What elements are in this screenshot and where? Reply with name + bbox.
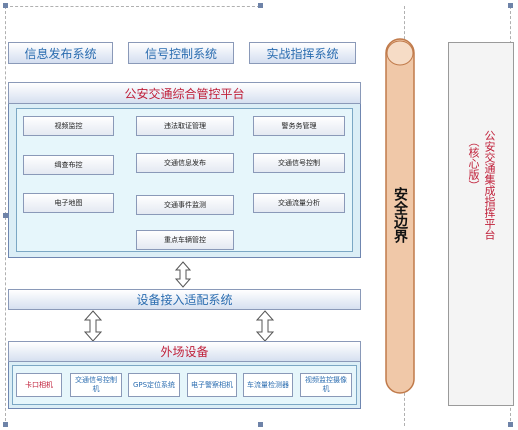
module-key-vehicle-control: 重点车辆管控 xyxy=(136,230,234,250)
platform-title: 公安交通综合管控平台 xyxy=(8,82,361,104)
device-checkpoint-camera: 卡口相机 xyxy=(16,373,62,397)
resize-handle[interactable] xyxy=(3,213,8,218)
module-checkpoint-control: 缉查布控 xyxy=(23,155,114,175)
module-violation-evidence: 违法取证管理 xyxy=(136,116,234,136)
double-arrow-icon xyxy=(83,310,103,342)
double-arrow-icon xyxy=(255,310,275,342)
device-gps-system: GPS定位系统 xyxy=(128,373,180,397)
resize-handle[interactable] xyxy=(3,3,8,8)
module-electronic-map: 电子地图 xyxy=(23,193,114,213)
resize-handle[interactable] xyxy=(508,422,513,427)
security-boundary-label: 安全边界 xyxy=(392,187,408,243)
integrated-command-platform-text: 公安交通集成指挥平台 （核心版） xyxy=(448,130,514,320)
security-boundary-shape xyxy=(385,38,415,394)
device-e-police-camera: 电子警察相机 xyxy=(187,373,237,397)
field-devices-title: 外场设备 xyxy=(8,341,361,362)
module-traffic-flow-analysis: 交通流量分析 xyxy=(253,193,345,213)
signal-control-system-box: 信号控制系统 xyxy=(128,42,234,64)
device-flow-detector: 车流量检测器 xyxy=(243,373,293,397)
integrated-command-platform-box xyxy=(448,42,514,406)
module-police-affairs: 警务务管理 xyxy=(253,116,345,136)
module-traffic-event-monitor: 交通事件监测 xyxy=(136,195,234,215)
integrated-command-platform-edition: （核心版） xyxy=(467,136,480,191)
device-signal-controller: 交通信号控制机 xyxy=(70,373,122,397)
field-devices-inner xyxy=(12,365,357,405)
resize-handle[interactable] xyxy=(3,422,8,427)
module-traffic-signal-control: 交通信号控制 xyxy=(253,153,345,173)
selection-frame-top xyxy=(5,6,260,7)
integrated-command-platform-title: 公安交通集成指挥平台 xyxy=(483,130,496,240)
resize-handle[interactable] xyxy=(258,422,263,427)
device-cctv-camera: 视频监控摄像机 xyxy=(300,373,352,397)
adapter-system-box: 设备接入适配系统 xyxy=(8,289,361,310)
module-video-monitor: 视频监控 xyxy=(23,116,114,136)
command-system-box: 实战指挥系统 xyxy=(249,42,356,64)
double-arrow-icon xyxy=(174,261,192,288)
resize-handle[interactable] xyxy=(258,3,263,8)
resize-handle[interactable] xyxy=(508,3,513,8)
module-traffic-info-release: 交通信息发布 xyxy=(136,153,234,173)
info-release-system-box: 信息发布系统 xyxy=(8,42,113,64)
